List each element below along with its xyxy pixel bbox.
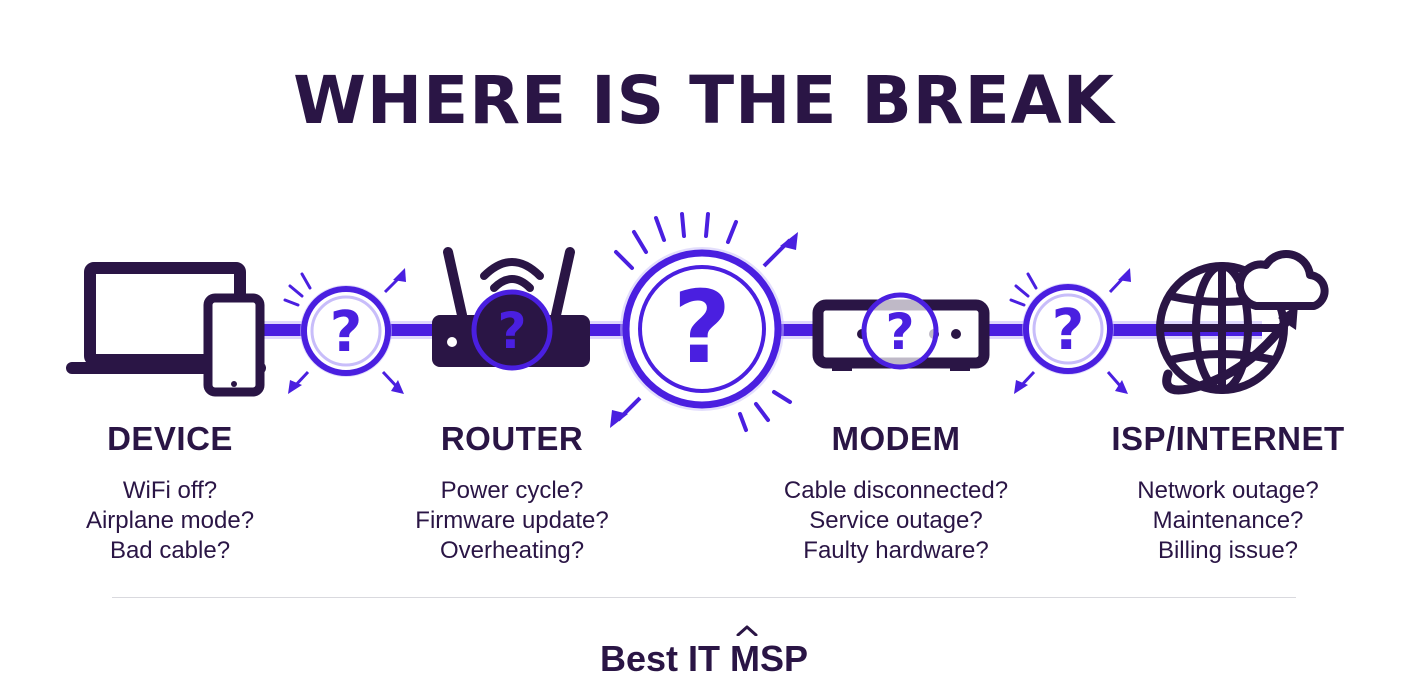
svg-text:?: ? [1052,298,1084,363]
svg-text:?: ? [497,302,526,360]
svg-text:?: ? [885,303,914,361]
check-item: Cable disconnected? [783,477,1009,504]
svg-text:?: ? [673,269,731,386]
modem-icon: ? [812,292,990,371]
roof-caret-icon [736,625,758,636]
laptop-phone-icon [66,262,266,397]
globe-cloud-icon [1156,249,1329,395]
check-item: Bad cable? [109,537,231,564]
check-item: Billing issue? [1157,537,1299,564]
check-item: Maintenance? [1152,507,1304,534]
check-item: Faulty hardware? [803,537,989,564]
footer-divider [112,597,1296,598]
stage-label: ISP/INTERNET [1111,420,1345,457]
question-circle-1: ? [283,268,406,394]
stage-router: ROUTER Power cycle? Firmware update? Ove… [362,420,662,566]
svg-text:?: ? [330,300,362,365]
check-item: Airplane mode? [85,507,255,534]
check-item: Network outage? [1137,477,1319,504]
check-item: Overheating? [439,537,585,564]
stage-label: DEVICE [107,420,233,457]
question-circle-center: ? [610,212,798,432]
stage-isp: ISP/INTERNET Network outage? Maintenance… [1078,420,1378,566]
stage-label: ROUTER [440,420,584,457]
check-item: Power cycle? [440,477,584,504]
router-icon: ? [432,247,590,371]
stage-modem: MODEM Cable disconnected? Service outage… [746,420,1046,566]
question-circle-2: ? [1009,268,1131,394]
check-item: Firmware update? [415,507,609,534]
check-item: Service outage? [809,507,983,534]
stage-device: DEVICE WiFi off? Airplane mode? Bad cabl… [20,420,320,566]
check-item: WiFi off? [122,477,218,504]
brand-logo-text: Best IT MSP [599,638,809,679]
page-title: WHERE IS THE BREAK [293,62,1115,139]
stage-label: MODEM [831,420,961,457]
